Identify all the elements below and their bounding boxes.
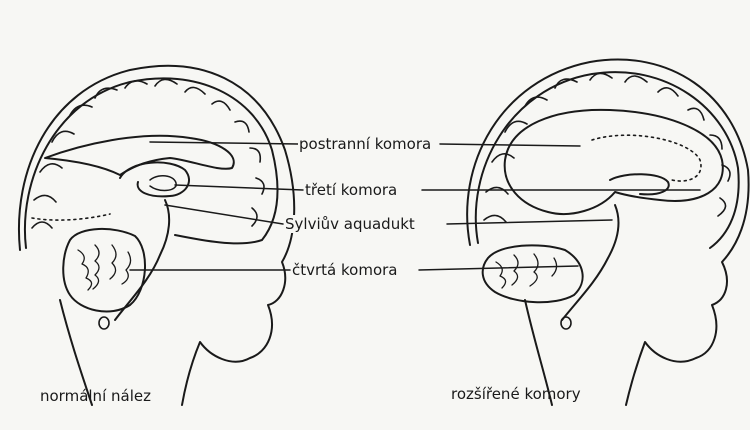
caption-normal: normální nález <box>40 387 151 405</box>
left-brainstem <box>115 200 169 320</box>
label-fourth-ventricle: čtvrtá komora <box>291 261 399 279</box>
leader-aqueduct-left <box>165 205 283 224</box>
label-third-ventricle: třetí komora <box>304 181 398 199</box>
left-third-ventricle <box>120 162 189 196</box>
hydrocephalus-head-drawing <box>467 60 748 405</box>
left-cerebellum-folia <box>78 245 131 290</box>
left-thalamus <box>150 176 176 191</box>
left-skull-outline <box>19 66 294 405</box>
normal-head-drawing <box>19 66 294 405</box>
leader-aqueduct-right <box>447 220 612 224</box>
right-enlarged-lateral-ventricle <box>505 110 723 214</box>
left-foramen <box>99 317 109 329</box>
right-foramen <box>561 317 571 329</box>
leader-fourth-right <box>419 266 578 270</box>
right-skull-outline <box>467 60 748 405</box>
right-cerebellum <box>483 245 583 302</box>
right-third-ventricle <box>610 174 669 194</box>
right-brainstem <box>562 205 619 320</box>
leader-lateral-left <box>150 142 298 144</box>
caption-enlarged: rozšířené komory <box>451 385 581 403</box>
leader-lateral-right <box>440 144 580 146</box>
right-cerebellum-folia <box>496 254 557 288</box>
left-lateral-ventricle <box>45 136 234 175</box>
label-aqueduct: Sylviův aquadukt <box>284 215 416 233</box>
left-dotted-region <box>32 214 110 220</box>
leader-third-left <box>175 185 303 190</box>
label-lateral-ventricle: postranní komora <box>298 135 432 153</box>
